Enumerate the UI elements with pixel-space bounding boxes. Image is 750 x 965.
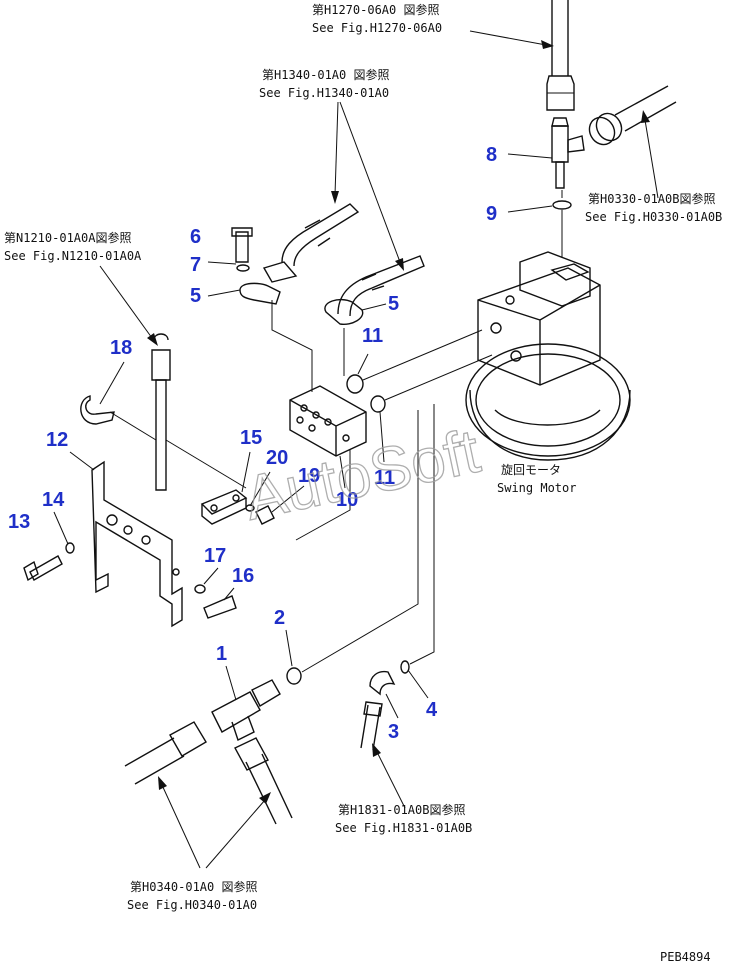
part-number-18: 18 bbox=[110, 337, 132, 359]
hose-upper-left bbox=[281, 203, 360, 267]
ref-h1270-jp: 第H1270-06A0 図参照 bbox=[312, 2, 439, 17]
ref-h1270: 第H1270-06A0 図参照 See Fig.H1270-06A0 bbox=[312, 2, 442, 35]
part-number-17: 17 bbox=[204, 545, 226, 567]
ref-h1340-en: See Fig.H1340-01A0 bbox=[259, 86, 389, 100]
part-number-10: 10 bbox=[336, 489, 358, 511]
elbow-fitting-3 bbox=[369, 670, 396, 696]
part-number-5b: 5 bbox=[388, 293, 399, 315]
plate-15 bbox=[200, 489, 275, 525]
ref-h0340-en: See Fig.H0340-01A0 bbox=[127, 898, 257, 912]
swing-motor-en: Swing Motor bbox=[497, 481, 576, 495]
rod-18 bbox=[80, 333, 171, 491]
part-number-14: 14 bbox=[42, 489, 65, 511]
ref-n1210-en: See Fig.N1210-01A0A bbox=[4, 249, 142, 263]
hose-upper-right bbox=[337, 255, 425, 317]
right-hose bbox=[588, 85, 677, 146]
bracket-12 bbox=[91, 460, 183, 628]
ref-h1340-jp: 第H1340-01A0 図参照 bbox=[262, 67, 389, 82]
ref-h0330: 第H0330-01A0B図参照 See Fig.H0330-01A0B bbox=[585, 191, 722, 224]
part-number-12: 12 bbox=[46, 429, 68, 451]
part-number-1: 1 bbox=[216, 643, 227, 665]
valve-block bbox=[289, 385, 367, 457]
part-number-13: 13 bbox=[8, 511, 30, 533]
part-number-15: 15 bbox=[240, 427, 262, 449]
part-number-5a: 5 bbox=[190, 285, 201, 307]
hose-lower-mid bbox=[234, 737, 293, 825]
part-number-19: 19 bbox=[298, 465, 320, 487]
ref-h0340: 第H0340-01A0 図参照 See Fig.H0340-01A0 bbox=[127, 879, 257, 912]
swing-motor-label: 旋回モータ Swing Motor bbox=[497, 463, 576, 495]
tee-fitting-1 bbox=[211, 679, 281, 741]
ref-h1831-en: See Fig.H1831-01A0B bbox=[335, 821, 472, 835]
part-number-16: 16 bbox=[232, 565, 254, 587]
part-number-11b: 11 bbox=[374, 467, 395, 489]
leader-lines bbox=[53, 153, 553, 719]
watermark: AutoSoft bbox=[239, 417, 486, 534]
part-number-8: 8 bbox=[486, 144, 497, 166]
hose-lower-left bbox=[124, 721, 207, 785]
o-rings bbox=[286, 200, 572, 685]
part-number-labels: 8 9 6 7 5 5 11 11 10 18 12 14 13 15 20 1… bbox=[8, 144, 497, 743]
top-hose bbox=[546, 0, 575, 111]
part-number-4: 4 bbox=[426, 699, 438, 721]
part-number-2: 2 bbox=[274, 607, 285, 629]
clamp-parts bbox=[231, 227, 364, 325]
part-number-9: 9 bbox=[486, 203, 497, 225]
connection-lines bbox=[109, 190, 563, 673]
ref-h0330-en: See Fig.H0330-01A0B bbox=[585, 210, 722, 224]
part-number-20: 20 bbox=[266, 447, 288, 469]
drawing-code: PEB4894 bbox=[660, 950, 711, 964]
part-number-7: 7 bbox=[190, 254, 201, 276]
tee-fitting-8 bbox=[551, 117, 585, 189]
bolts-and-washers bbox=[23, 542, 237, 619]
ref-n1210-jp: 第N1210-01A0A図参照 bbox=[4, 230, 131, 245]
part-number-3: 3 bbox=[388, 721, 399, 743]
ref-h1340: 第H1340-01A0 図参照 See Fig.H1340-01A0 bbox=[259, 67, 389, 100]
ref-h0340-jp: 第H0340-01A0 図参照 bbox=[130, 879, 257, 894]
ref-h1270-en: See Fig.H1270-06A0 bbox=[312, 21, 442, 35]
ref-h1831: 第H1831-01A0B図参照 See Fig.H1831-01A0B bbox=[335, 802, 472, 835]
ref-n1210: 第N1210-01A0A図参照 See Fig.N1210-01A0A bbox=[4, 230, 142, 263]
part-number-6: 6 bbox=[190, 226, 201, 248]
part-number-11a: 11 bbox=[362, 325, 383, 347]
hose-3 bbox=[360, 701, 383, 751]
ref-h0330-jp: 第H0330-01A0B図参照 bbox=[588, 191, 715, 206]
swing-motor-jp: 旋回モータ bbox=[501, 463, 561, 477]
ref-h1831-jp: 第H1831-01A0B図参照 bbox=[338, 802, 465, 817]
swing-motor bbox=[465, 251, 631, 461]
